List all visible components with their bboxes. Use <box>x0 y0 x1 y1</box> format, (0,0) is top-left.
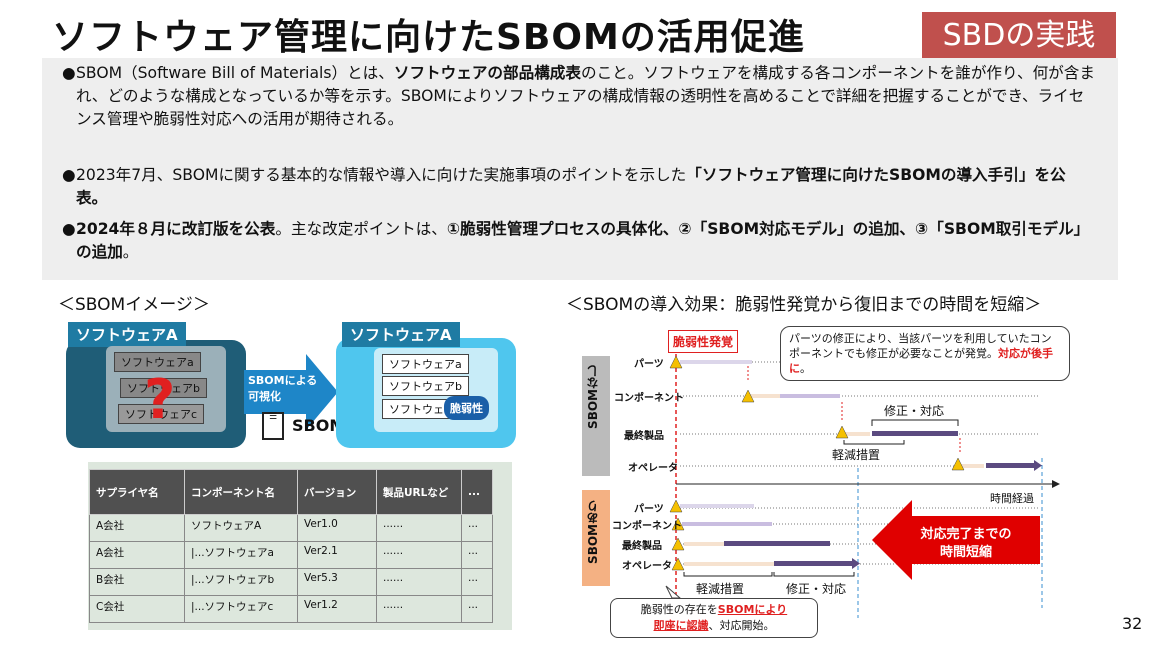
top-callout: パーツの修正により、当該パーツを利用していたコンポーネントでも修正が必要なことが… <box>780 326 1070 381</box>
table-cell: Ver2.1 <box>297 541 377 569</box>
timeline-diagram <box>582 354 1060 618</box>
table-cell: ...... <box>376 595 462 623</box>
table-cell: ... <box>461 595 493 623</box>
table-cell: ...... <box>376 568 462 596</box>
sbom-image-heading: ＜SBOMイメージ＞ <box>58 295 210 315</box>
row-label-final: 最終製品 <box>624 431 664 442</box>
bottom-callout-post: 、対応開始。 <box>708 619 775 632</box>
effect-heading: ＜SBOMの導入効果：脆弱性発覚から復旧までの時間を短縮＞ <box>566 295 1042 315</box>
bottom-callout: 脆弱性の存在をSBOMにより 即座に認識、対応開始。 <box>610 598 818 638</box>
elapsed-label: 時間経過 <box>990 492 1034 505</box>
mitigate-label-without: 軽減措置 <box>832 448 881 462</box>
table-cell: Ver5.3 <box>297 568 377 596</box>
software-a-label-after: ソフトウェアA <box>342 322 460 347</box>
row-label-component-with: コンポーネント <box>612 521 682 532</box>
component-a-after: ソフトウェアa <box>382 354 469 374</box>
table-header: 製品URLなど <box>376 469 462 515</box>
with-sbom-label: SBOMあり <box>586 500 600 564</box>
bullet-dot: ● <box>62 166 76 184</box>
bullet-dot: ● <box>62 64 76 82</box>
visualize-arrow <box>244 354 338 430</box>
bottom-callout-red1: SBOMにより <box>717 603 788 616</box>
table-cell: |...ソフトウェアc <box>184 595 298 623</box>
table-cell: ...... <box>376 514 462 542</box>
top-callout-end: 。 <box>800 362 811 375</box>
table-cell: |...ソフトウェアa <box>184 541 298 569</box>
bullet-3-post: 。 <box>122 243 139 261</box>
row-label-final-with: 最終製品 <box>622 541 662 552</box>
shorten-line-1: 対応完了までの <box>920 527 1012 542</box>
without-sbom-band <box>582 356 610 476</box>
bullet-2-bold: 「ソフトウェア管理に向けたSBOMの導入手引」を公表。 <box>76 166 1066 207</box>
question-mark: ? <box>144 368 176 431</box>
table-cell: ソフトウェアA <box>184 514 298 542</box>
bottom-callout-pre: 脆弱性の存在を <box>640 603 718 616</box>
row-label-parts: パーツ <box>634 359 664 370</box>
shorten-line-2: 時間短縮 <box>939 545 992 560</box>
software-a-label-before: ソフトウェアA <box>68 322 186 347</box>
component-c-before: ソフトウェアc <box>118 404 205 424</box>
table-header: サプライヤ名 <box>89 469 185 515</box>
bullet-dot: ● <box>62 220 76 238</box>
bullet-1-pre: SBOM（Software Bill of Materials）とは、 <box>76 64 394 82</box>
vuln-found-label: 脆弱性発覚 <box>668 330 739 353</box>
table-cell: ...... <box>376 541 462 569</box>
top-callout-text: パーツの修正により、当該パーツを利用していたコンポーネントでも修正が必要なことが… <box>789 332 1052 360</box>
table-cell: |...ソフトウェアb <box>184 568 298 596</box>
bullet-1: ● SBOM（Software Bill of Materials）とは、ソフト… <box>62 62 1096 131</box>
bottom-callout-red2: 即座に認識 <box>653 619 709 632</box>
table-cell: C会社 <box>89 595 185 623</box>
visualize-arrow-text: SBOMによる可視化 <box>248 374 318 403</box>
row-label-operator-with: オペレータ <box>622 561 672 572</box>
table-cell: A会社 <box>89 541 185 569</box>
table-cell: ... <box>461 514 493 542</box>
page-title: ソフトウェア管理に向けたSBOMの活用促進 <box>52 17 805 58</box>
bullet-3: ● 2024年８月に改訂版を公表。主な改定ポイントは、①脆弱性管理プロセスの具体… <box>62 218 1096 264</box>
document-icon: ☰ <box>262 412 284 440</box>
fix-label-with: 修正・対応 <box>786 582 847 596</box>
bullet-1-bold: ソフトウェアの部品構成表 <box>393 64 581 82</box>
with-sbom-band <box>582 490 610 586</box>
sbom-table: サプライヤ名 コンポーネント名 バージョン 製品URLなど ... A会社ソフト… <box>89 469 493 623</box>
shorten-text: 対応完了までの 時間短縮 <box>904 526 1028 562</box>
mitigate-label-with: 軽減措置 <box>696 582 745 596</box>
table-cell: B会社 <box>89 568 185 596</box>
row-label-component: コンポーネント <box>614 393 684 404</box>
component-b-after: ソフトウェアb <box>382 376 469 396</box>
table-cell: A会社 <box>89 514 185 542</box>
table-cell: ... <box>461 568 493 596</box>
row-label-operator: オペレータ <box>628 463 678 474</box>
section-tag: SBDの実践 <box>922 12 1116 60</box>
bullet-3-mid: 。主な改定ポイントは、 <box>275 220 447 238</box>
shorten-arrow <box>872 500 1040 580</box>
row-label-parts-with: パーツ <box>634 504 664 515</box>
without-sbom-label: SBOMなし <box>586 365 600 429</box>
bullet-3-bold2: ①脆弱性管理プロセスの具体化、②「SBOM対応モデル」の追加、③「SBOM取引モ… <box>76 220 1090 261</box>
top-callout-red: 対応が後手に <box>789 347 1053 375</box>
table-cell: Ver1.0 <box>297 514 377 542</box>
fix-label-without: 修正・対応 <box>884 404 945 418</box>
page-number: 32 <box>1122 614 1143 633</box>
table-header: コンポーネント名 <box>184 469 298 515</box>
table-cell: ... <box>461 541 493 569</box>
component-b-before: ソフトウェアb <box>120 378 207 398</box>
component-a-before: ソフトウェアa <box>114 352 201 372</box>
table-cell: Ver1.2 <box>297 595 377 623</box>
table-header: ... <box>461 469 493 515</box>
bullet-1-post: のこと。ソフトウェアを構成する各コンポーネントを誰が作り、何が含まれ、どのような… <box>76 64 1095 128</box>
sbom-label: SBOM <box>292 416 346 435</box>
vulnerability-burst: 脆弱性 <box>444 396 489 420</box>
bullet-3-bold: 2024年８月に改訂版を公表 <box>76 220 276 238</box>
bullet-2: ● 2023年7月、SBOMに関する基本的な情報や導入に向けた実施事項のポイント… <box>62 164 1096 210</box>
bullet-2-pre: 2023年7月、SBOMに関する基本的な情報や導入に向けた実施事項のポイントを示… <box>76 166 687 184</box>
summary-panel: ● SBOM（Software Bill of Materials）とは、ソフト… <box>42 58 1118 280</box>
table-header: バージョン <box>297 469 377 515</box>
